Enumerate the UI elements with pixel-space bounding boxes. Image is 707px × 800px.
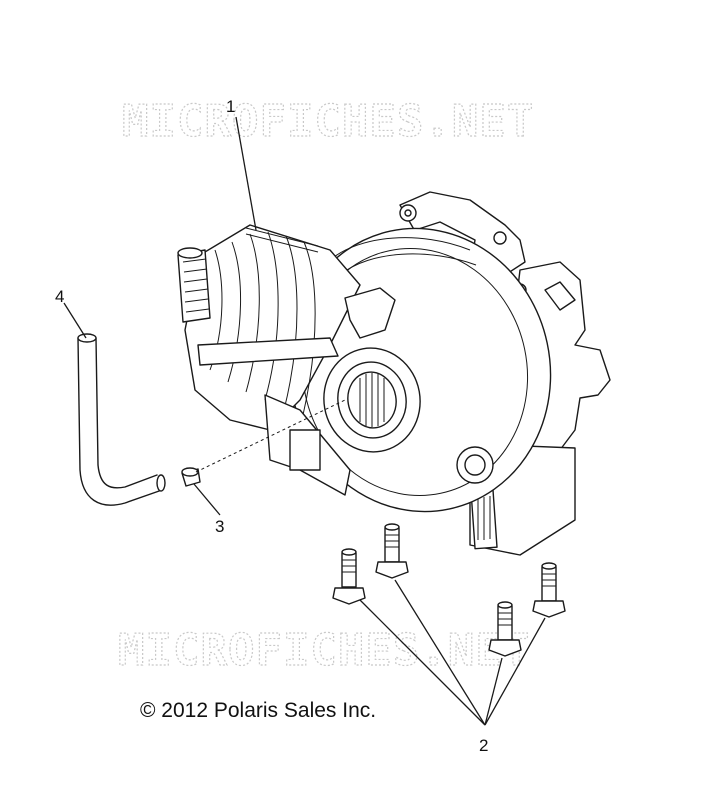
callout-4: 4	[55, 287, 64, 306]
copyright-notice: © 2012 Polaris Sales Inc.	[140, 699, 376, 722]
callout-3: 3	[215, 517, 224, 536]
bolt	[375, 523, 409, 579]
bolt	[532, 562, 566, 618]
vent-hose	[77, 333, 166, 506]
leader-lines	[63, 116, 546, 726]
bolt-set	[332, 523, 566, 657]
watermark-bottom: MICROFICHES.NET	[118, 625, 530, 676]
plug	[181, 399, 346, 487]
gearcase-assembly	[177, 191, 611, 556]
bolt	[488, 601, 522, 657]
callout-2: 2	[479, 736, 488, 755]
bolt	[332, 548, 366, 605]
watermark-top: MICROFICHES.NET	[122, 96, 534, 147]
callout-1: 1	[226, 97, 235, 116]
